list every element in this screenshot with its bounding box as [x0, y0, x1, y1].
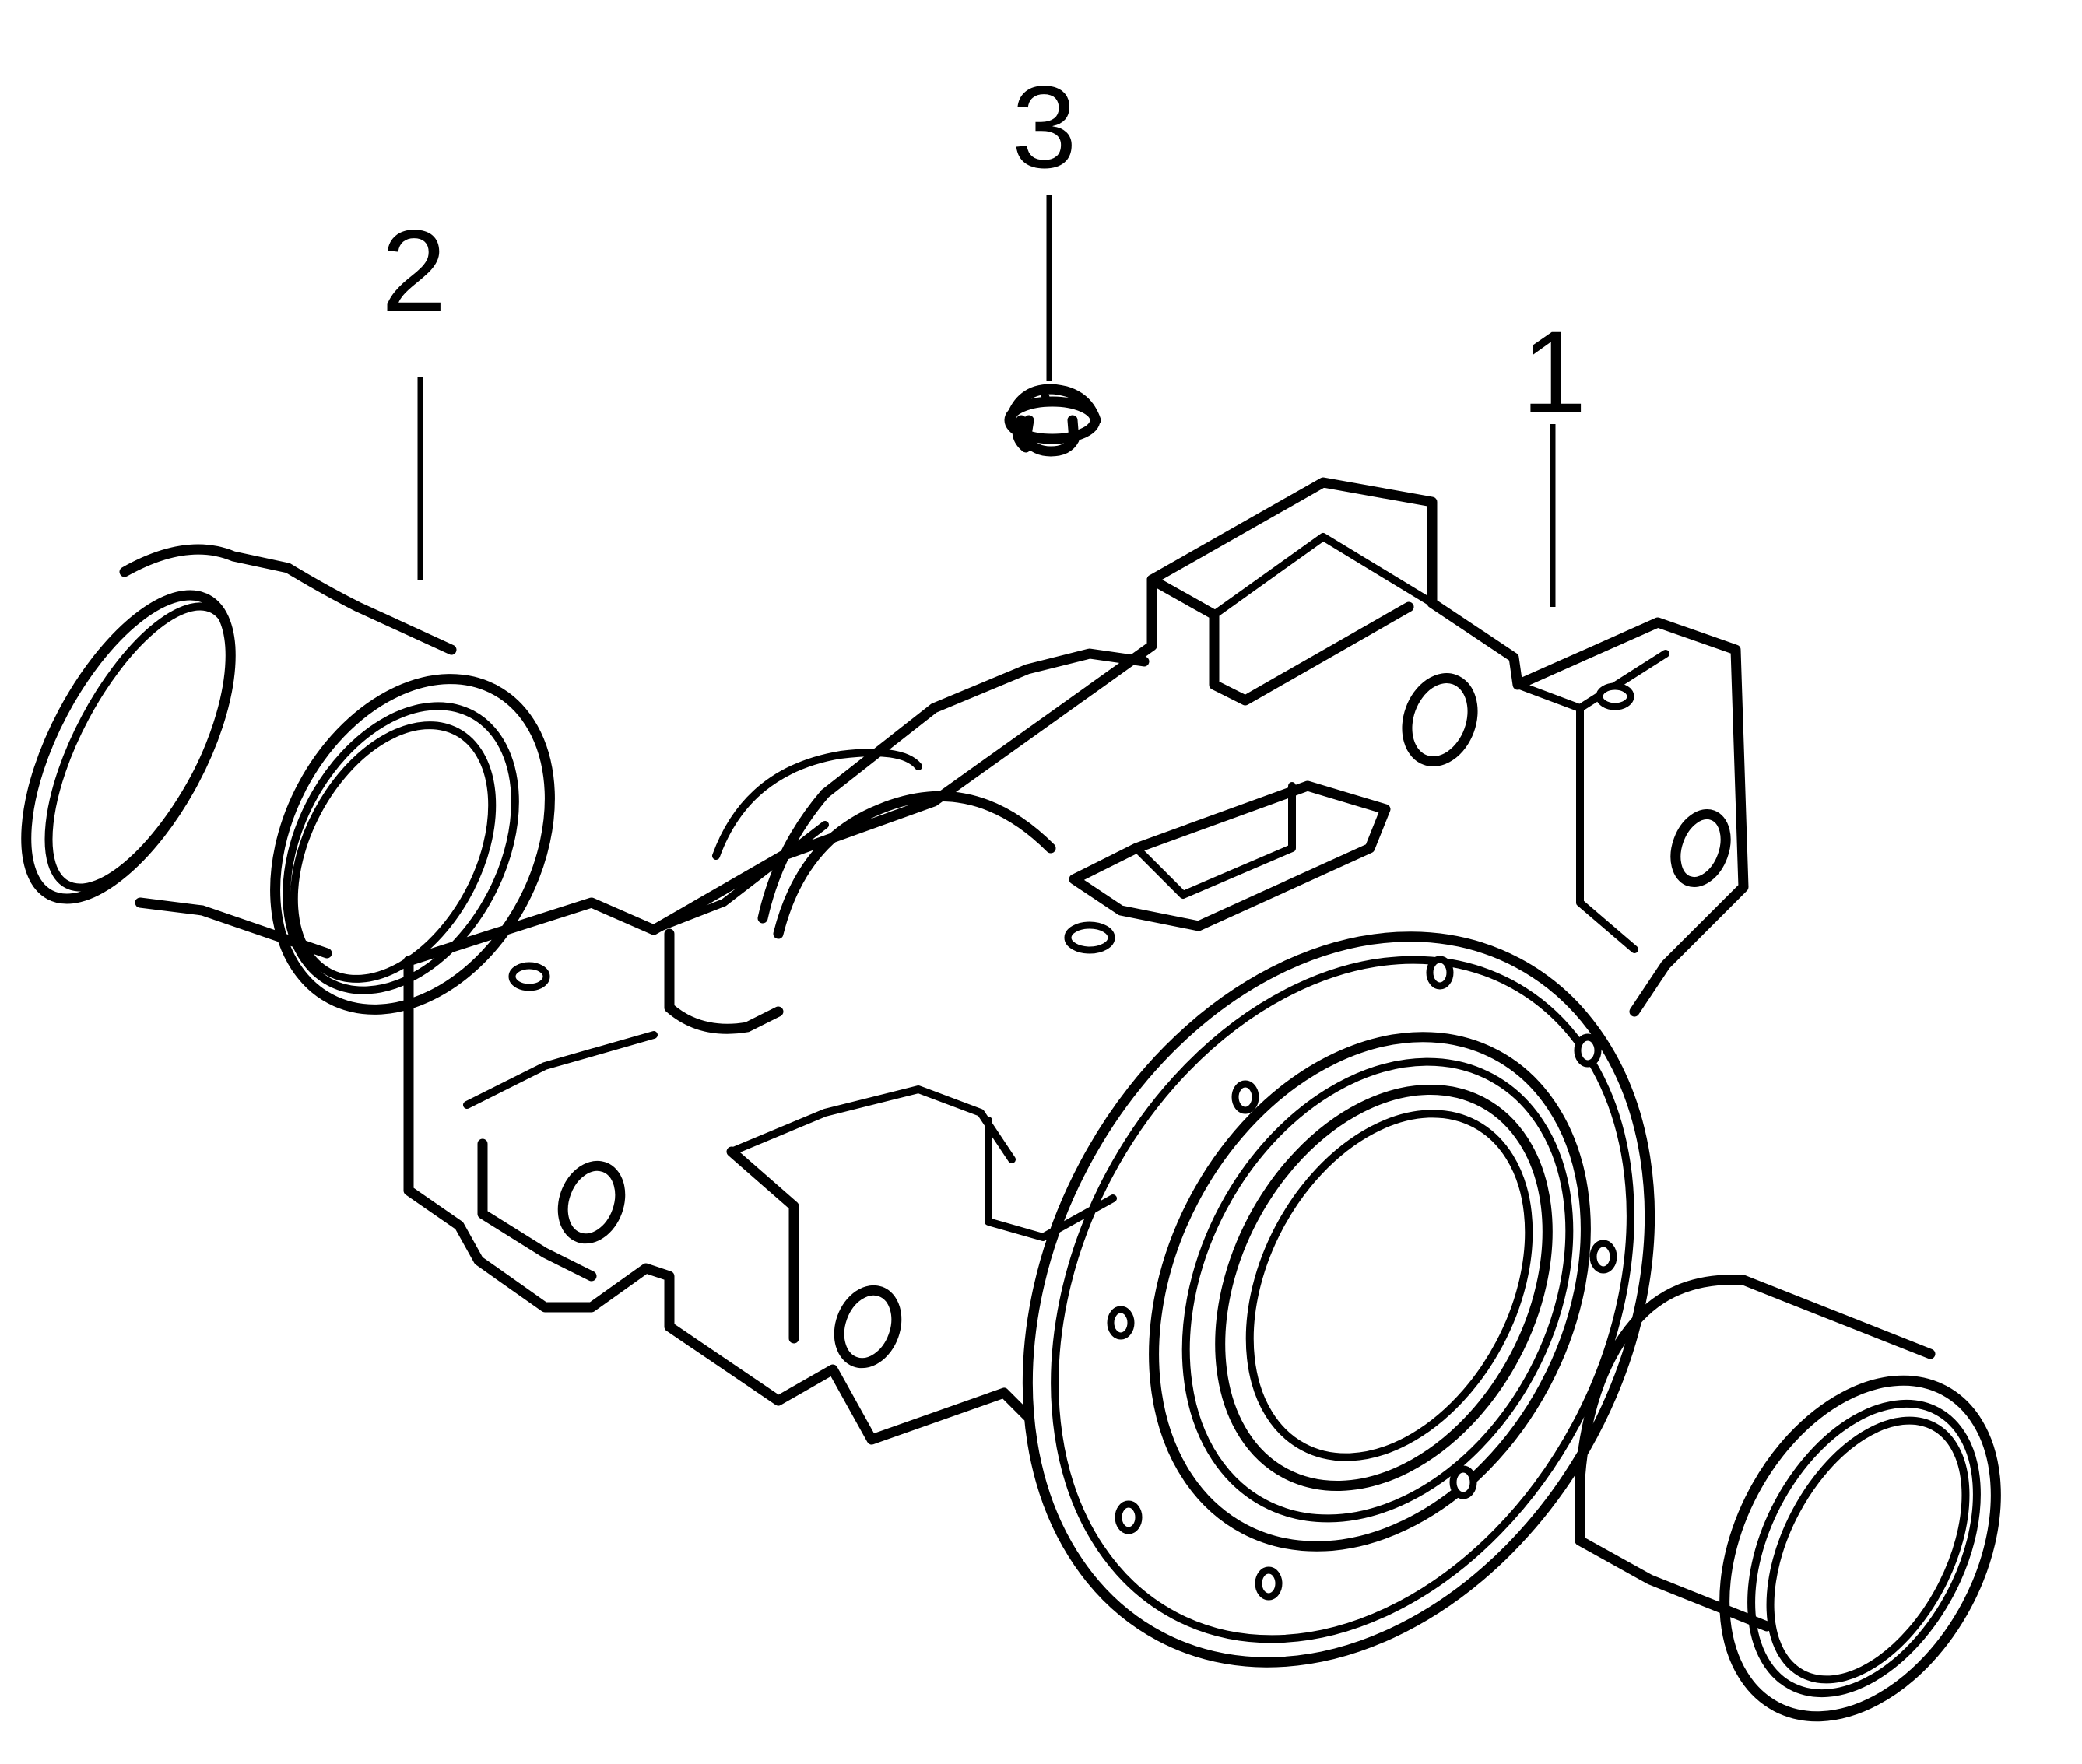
flange-bolt-hole — [1107, 1306, 1135, 1340]
plug-part-3 — [1004, 384, 1101, 457]
housing-part-1 — [403, 477, 1749, 1445]
flange-bolt-hole — [1231, 1080, 1259, 1114]
callout-2-label: 2 — [381, 205, 446, 336]
callout-3-label: 3 — [1012, 61, 1076, 192]
mounting-hole — [1064, 921, 1115, 954]
flange-bolt-hole — [1574, 1033, 1602, 1068]
housing-flange — [1022, 931, 1655, 1668]
mounting-hole — [1596, 682, 1634, 710]
flange-bolt-hole — [1426, 956, 1454, 990]
flange-bolt-hole — [1115, 1500, 1143, 1534]
bushing-left-part-2 — [21, 544, 555, 1015]
callout-1-label: 1 — [1522, 307, 1586, 437]
bushing-right-part-2 — [1575, 1275, 2001, 1722]
mounting-hole — [508, 962, 550, 991]
flange-bolt-hole — [1255, 1566, 1283, 1601]
flange-bolt-hole — [1589, 1240, 1617, 1274]
flange-bolt-hole — [1449, 1465, 1477, 1499]
